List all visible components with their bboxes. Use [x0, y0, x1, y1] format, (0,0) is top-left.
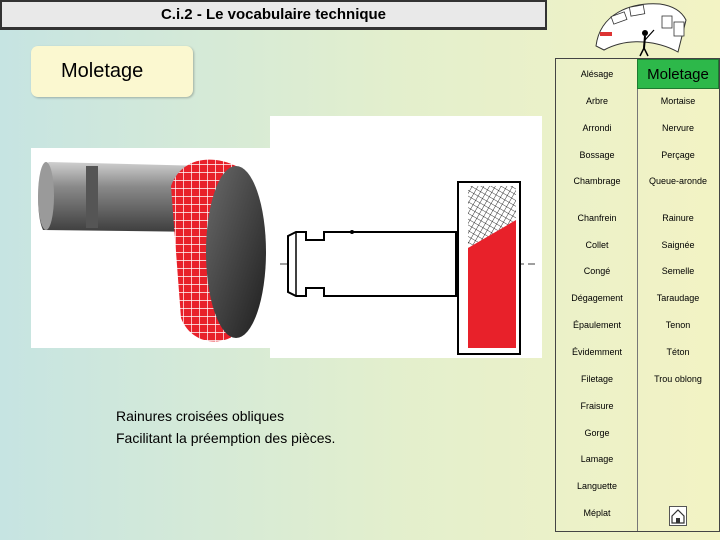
vocab-item-bossage[interactable]: Bossage	[579, 150, 615, 160]
home-icon	[671, 509, 685, 524]
vocab-item-tenon[interactable]: Tenon	[665, 320, 691, 330]
vocab-item-semelle[interactable]: Semelle	[661, 266, 695, 276]
current-term-box: Moletage	[31, 46, 193, 97]
vocab-item-fraisure[interactable]: Fraisure	[580, 401, 614, 411]
vocab-item-epaulement[interactable]: Épaulement	[572, 320, 622, 330]
caption: Rainures croisées obliques Facilitant la…	[116, 405, 335, 449]
vocab-item-meplat[interactable]: Méplat	[583, 508, 611, 518]
vocab-item-gorge[interactable]: Gorge	[584, 428, 610, 438]
vocab-item-percage[interactable]: Perçage	[661, 150, 695, 160]
vocab-item-languette[interactable]: Languette	[576, 481, 618, 491]
vocab-item-collet[interactable]: Collet	[585, 240, 609, 250]
vocab-item-chambrage[interactable]: Chambrage	[573, 176, 621, 186]
teacher-scene-icon	[595, 3, 687, 57]
vocab-item-arbre[interactable]: Arbre	[585, 96, 608, 106]
vocab-item-rainure[interactable]: Rainure	[662, 213, 694, 223]
vocab-item-teton[interactable]: Téton	[666, 347, 690, 357]
caption-line-1: Rainures croisées obliques	[116, 408, 285, 424]
page-title: C.i.2 - Le vocabulaire technique	[0, 0, 547, 30]
caption-line-2: Facilitant la préemption des pièces.	[116, 430, 336, 446]
vocab-item-arrondi[interactable]: Arrondi	[582, 123, 612, 133]
vocab-item-trou-oblong[interactable]: Trou oblong	[654, 374, 702, 384]
technical-drawing	[270, 116, 542, 358]
vocab-item-degagement[interactable]: Dégagement	[571, 293, 623, 303]
vocab-item-filetage[interactable]: Filetage	[580, 374, 614, 384]
vocab-item-saignee[interactable]: Saignée	[661, 240, 695, 250]
vocab-item-nervure[interactable]: Nervure	[661, 123, 694, 133]
vocab-item-conge[interactable]: Congé	[583, 266, 611, 276]
home-button[interactable]	[669, 506, 687, 526]
vocab-item-lamage[interactable]: Lamage	[580, 454, 614, 464]
vocab-item-alesage[interactable]: Alésage	[580, 69, 614, 79]
vocab-item-evidemment[interactable]: Évidemment	[571, 347, 623, 357]
vocabulary-divider	[637, 59, 638, 531]
knurled-part-photo	[31, 148, 271, 348]
vocab-item-moletage[interactable]: Moletage	[637, 59, 719, 89]
vocab-item-chanfrein[interactable]: Chanfrein	[577, 213, 617, 223]
vocab-item-mortaise[interactable]: Mortaise	[660, 96, 696, 106]
vocab-item-queue-aronde[interactable]: Queue-aronde	[648, 176, 708, 186]
vocab-item-taraudage[interactable]: Taraudage	[656, 293, 700, 303]
